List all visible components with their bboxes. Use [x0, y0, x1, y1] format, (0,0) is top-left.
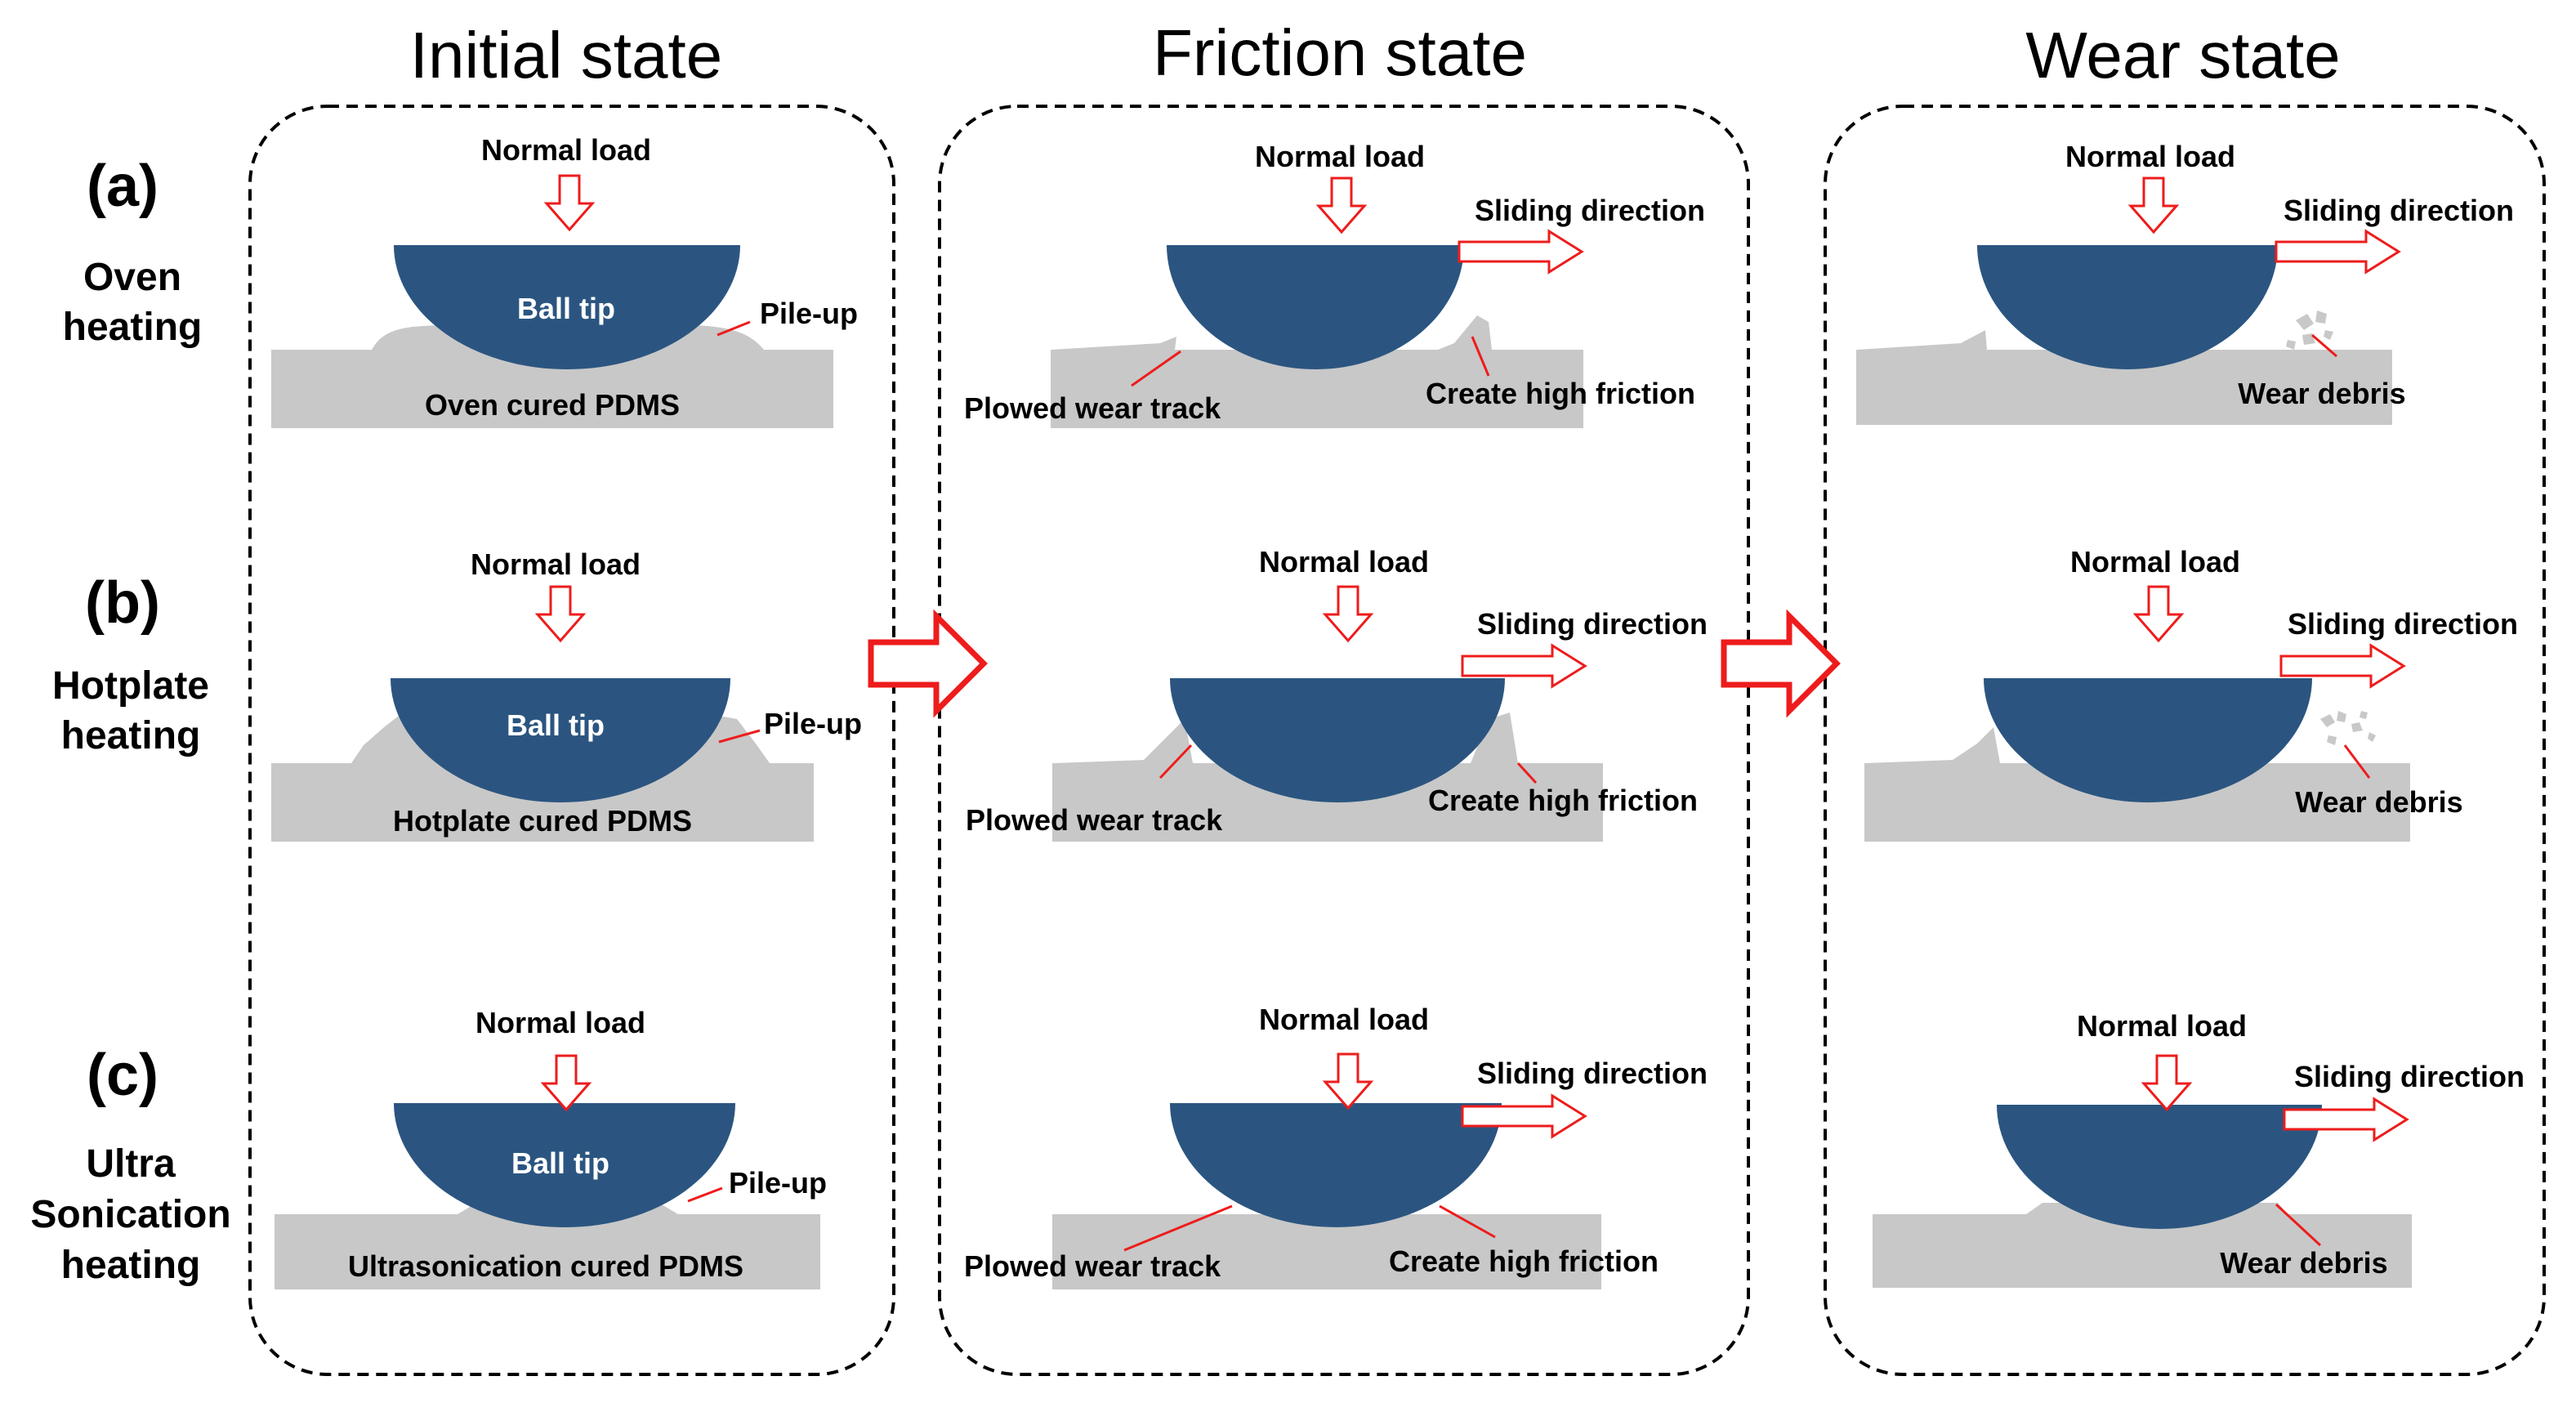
sliding-arrow: [1458, 230, 1583, 274]
svg-text:Normal load: Normal load: [2065, 140, 2235, 173]
substrate: [275, 1214, 820, 1289]
row-method-b-1: Hotplate: [52, 664, 209, 708]
svg-text:Sliding direction: Sliding direction: [2294, 1060, 2525, 1093]
svg-text:Wear debris: Wear debris: [2238, 377, 2405, 410]
column-title-friction: Friction state: [1153, 16, 1527, 89]
normal-load-label: Normal load: [481, 133, 651, 167]
row-method-c-2: Sonication: [30, 1193, 230, 1236]
svg-text:Create high friction: Create high friction: [1428, 784, 1698, 817]
svg-text:Create high friction: Create high friction: [1426, 377, 1695, 410]
svg-text:Sliding direction: Sliding direction: [1477, 607, 1708, 641]
column-title-wear: Wear state: [2025, 19, 2340, 92]
ball-tip: [1984, 678, 2312, 802]
svg-text:Normal load: Normal load: [1259, 1003, 1429, 1036]
ball-tip: [1997, 1105, 2322, 1229]
row-label-b: (b): [85, 570, 160, 636]
cell-c-initial: Ball tip Ultrasonication cured PDMS Norm…: [275, 1006, 827, 1289]
cell-a-friction: Normal load Sliding direction Plowed wea…: [964, 140, 1705, 428]
svg-text:Pile-up: Pile-up: [729, 1166, 827, 1200]
substrate-label: Hotplate cured PDMS: [393, 804, 692, 838]
row-method-c-1: Ultra: [86, 1142, 176, 1186]
svg-text:Sliding direction: Sliding direction: [2284, 194, 2514, 227]
column-title-initial: Initial state: [410, 19, 722, 92]
svg-text:Pile-up: Pile-up: [764, 707, 862, 740]
transition-arrow-2: [1724, 616, 1837, 711]
svg-text:Ball tip: Ball tip: [511, 1146, 609, 1180]
cell-b-initial: Ball tip Hotplate cured PDMS Normal load…: [271, 547, 862, 842]
cell-c-wear: Normal load Sliding direction Wear debri…: [1873, 1009, 2525, 1288]
svg-text:Sliding direction: Sliding direction: [1477, 1057, 1708, 1090]
cell-c-friction: Normal load Sliding direction Plowed wea…: [964, 1003, 1708, 1289]
row-label-c: (c): [87, 1043, 158, 1108]
panel-friction: [938, 105, 1750, 1376]
svg-text:Plowed wear track: Plowed wear track: [964, 391, 1221, 425]
ball-tip: [1977, 245, 2278, 369]
svg-text:Wear debris: Wear debris: [2220, 1246, 2387, 1280]
svg-text:Normal load: Normal load: [475, 1006, 645, 1039]
cell-b-friction: Normal load Sliding direction Plowed wea…: [966, 545, 1708, 842]
pile-up-label: Pile-up: [760, 297, 858, 330]
svg-text:Normal load: Normal load: [2077, 1009, 2247, 1043]
svg-text:Normal load: Normal load: [1255, 140, 1425, 173]
cell-a-wear: Normal load Sliding direction Wear debri…: [1856, 140, 2514, 425]
svg-text:Plowed wear track: Plowed wear track: [964, 1249, 1221, 1283]
cell-a-initial: Ball tip Oven cured PDMS Normal load Pil…: [271, 133, 858, 428]
transition-arrow-1: [871, 616, 984, 711]
ball-tip: [391, 678, 730, 802]
svg-text:Plowed wear track: Plowed wear track: [966, 803, 1223, 837]
panel-wear: [1824, 105, 2546, 1376]
normal-load-arrow: [545, 174, 594, 231]
substrate-label: Oven cured PDMS: [425, 388, 680, 422]
svg-text:Sliding direction: Sliding direction: [2288, 607, 2518, 641]
wear-debris: [2286, 311, 2333, 350]
row-label-a: (a): [87, 154, 158, 219]
svg-text:Create high friction: Create high friction: [1389, 1244, 1659, 1278]
row-method-c-3: heating: [61, 1244, 201, 1287]
svg-text:Normal load: Normal load: [1259, 545, 1429, 579]
svg-text:Sliding direction: Sliding direction: [1475, 194, 1705, 227]
wear-debris: [2320, 711, 2376, 745]
cell-b-wear: Normal load Sliding direction Wear debri…: [1864, 545, 2518, 842]
row-method-a-2: heating: [63, 306, 203, 349]
ball-tip: [1170, 678, 1505, 802]
svg-text:Ball tip: Ball tip: [517, 292, 615, 325]
svg-text:Normal load: Normal load: [2070, 545, 2240, 579]
ball-tip: [1167, 245, 1464, 369]
svg-text:Wear debris: Wear debris: [2295, 785, 2462, 819]
panel-initial: [248, 105, 895, 1376]
svg-text:Ball tip: Ball tip: [507, 708, 605, 742]
substrate-label: Ultrasonication cured PDMS: [348, 1249, 743, 1283]
row-method-b-2: heating: [61, 714, 201, 757]
ball-tip: [394, 245, 740, 369]
ball-tip: [394, 1103, 735, 1227]
svg-text:Normal load: Normal load: [471, 547, 641, 581]
row-method-a-1: Oven: [83, 256, 181, 299]
ball-tip: [1170, 1103, 1502, 1227]
